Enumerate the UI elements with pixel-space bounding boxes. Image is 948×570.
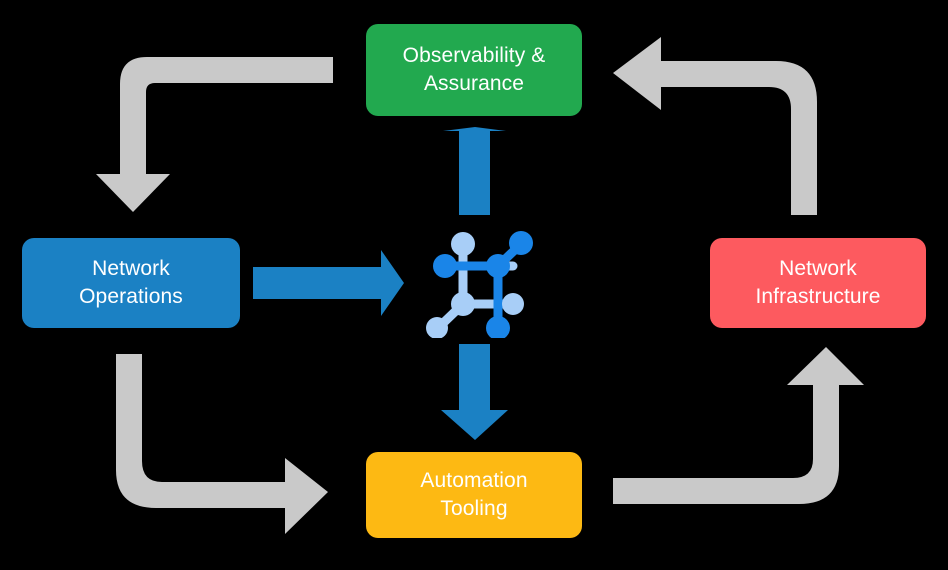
network-topology-icon bbox=[426, 231, 533, 338]
node-automation-tooling[interactable]: Automation Tooling bbox=[366, 452, 582, 538]
arrow-infrastructure-to-observability bbox=[613, 37, 817, 215]
arrow-operations-to-center bbox=[253, 250, 404, 316]
node-label-network-operations: Network Operations bbox=[79, 257, 183, 308]
node-network-infrastructure[interactable]: Network Infrastructure bbox=[710, 238, 926, 328]
arrow-center-to-observability bbox=[443, 127, 506, 215]
node-observability-assurance[interactable]: Observability & Assurance bbox=[366, 24, 582, 116]
arrow-center-to-automation bbox=[441, 344, 508, 440]
node-network-operations[interactable]: Network Operations bbox=[22, 238, 240, 328]
arrow-operations-to-automation bbox=[116, 354, 328, 534]
icon-nodes-dark bbox=[433, 231, 533, 338]
node-label-network-infrastructure: Network Infrastructure bbox=[755, 257, 881, 308]
arrow-automation-to-infrastructure bbox=[613, 347, 864, 504]
arrow-observability-to-operations bbox=[96, 57, 333, 212]
node-label-automation-tooling: Automation Tooling bbox=[420, 469, 528, 520]
icon-nodes-light bbox=[426, 232, 524, 338]
node-label-observability: Observability & Assurance bbox=[402, 44, 546, 95]
